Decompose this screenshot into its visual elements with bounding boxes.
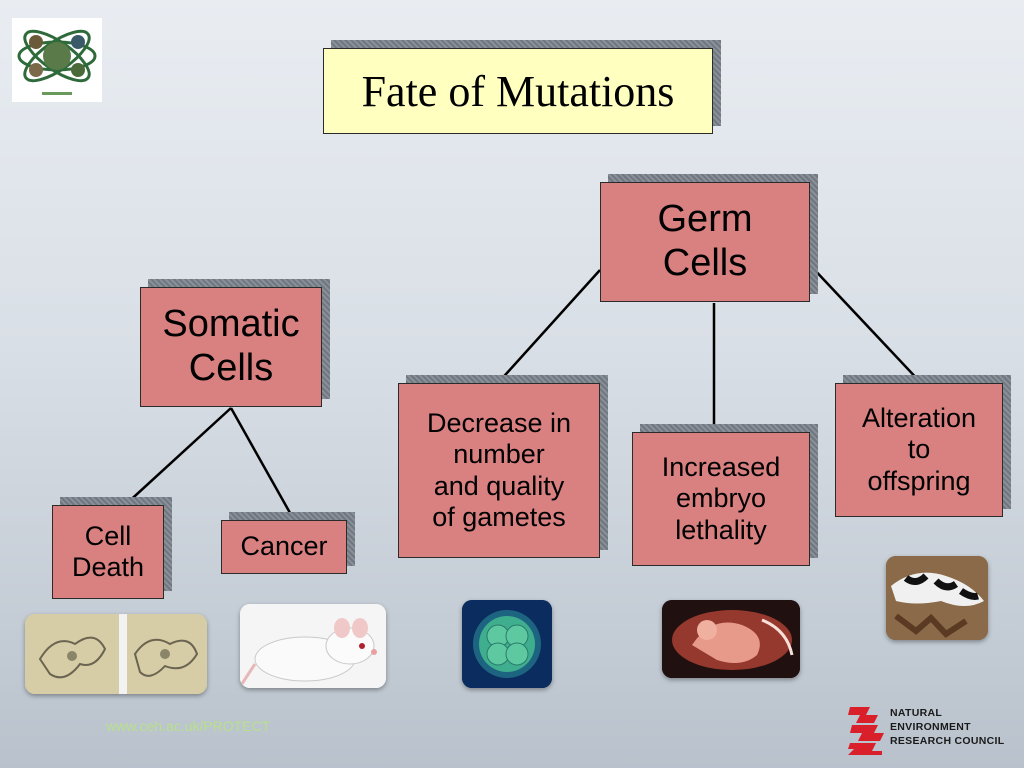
connector-germ-decrease [496, 269, 601, 385]
decrease-line1: Decrease in [426, 408, 572, 439]
nerc-line2: ENVIRONMENT [890, 721, 971, 733]
alteration-line1: Alteration [861, 403, 977, 434]
somatic-cells-line1: Somatic [162, 303, 300, 346]
footer-link[interactable]: www.ceh.ac.uk/PROTECT [106, 718, 271, 734]
page-title: Fate of Mutations [323, 48, 713, 134]
germ-cells-box: Germ Cells [600, 182, 810, 302]
cell-death-box: Cell Death [52, 505, 164, 599]
nerc-line3: RESEARCH COUNCIL [890, 735, 1005, 747]
nerc-text: NATURAL ENVIRONMENT RESEARCH COUNCIL [890, 706, 1004, 748]
alteration-line2: to [907, 434, 931, 465]
increased-line2: embryo [675, 483, 767, 514]
increased-line3: lethality [675, 514, 767, 545]
alteration-line3: offspring [867, 465, 971, 496]
somatic-cells-line2: Cells [188, 347, 274, 389]
cell-death-line2: Death [71, 552, 145, 582]
rat-image [240, 604, 386, 688]
connector-somatic-cancer [229, 407, 296, 521]
decrease-line2: number [453, 439, 545, 470]
decrease-box: Decrease in number and quality of gamete… [398, 383, 600, 558]
embryo-image [662, 600, 800, 678]
connector-somatic-death [123, 407, 232, 507]
connector-germ-alteration [809, 264, 923, 385]
nerc-mark-icon [848, 707, 884, 755]
embryo-cells-image [462, 600, 552, 688]
cell-micrograph-image [25, 614, 207, 694]
increased-box: Increased embryo lethality [632, 432, 810, 566]
cell-death-line1: Cell [84, 520, 132, 551]
cancer-box: Cancer [221, 520, 347, 574]
decrease-line4: of gametes [432, 501, 566, 532]
logo [12, 18, 102, 102]
germ-cells-line1: Germ [657, 198, 753, 241]
nerc-line1: NATURAL [890, 707, 943, 719]
cancer-label: Cancer [240, 531, 328, 562]
nerc-logo: NATURAL ENVIRONMENT RESEARCH COUNCIL [848, 703, 1018, 758]
increased-line1: Increased [661, 452, 781, 483]
decrease-line3: and quality [433, 470, 565, 501]
somatic-cells-box: Somatic Cells [140, 287, 322, 407]
alteration-box: Alteration to offspring [835, 383, 1003, 517]
animal-image [886, 556, 988, 640]
germ-cells-line2: Cells [662, 242, 748, 284]
